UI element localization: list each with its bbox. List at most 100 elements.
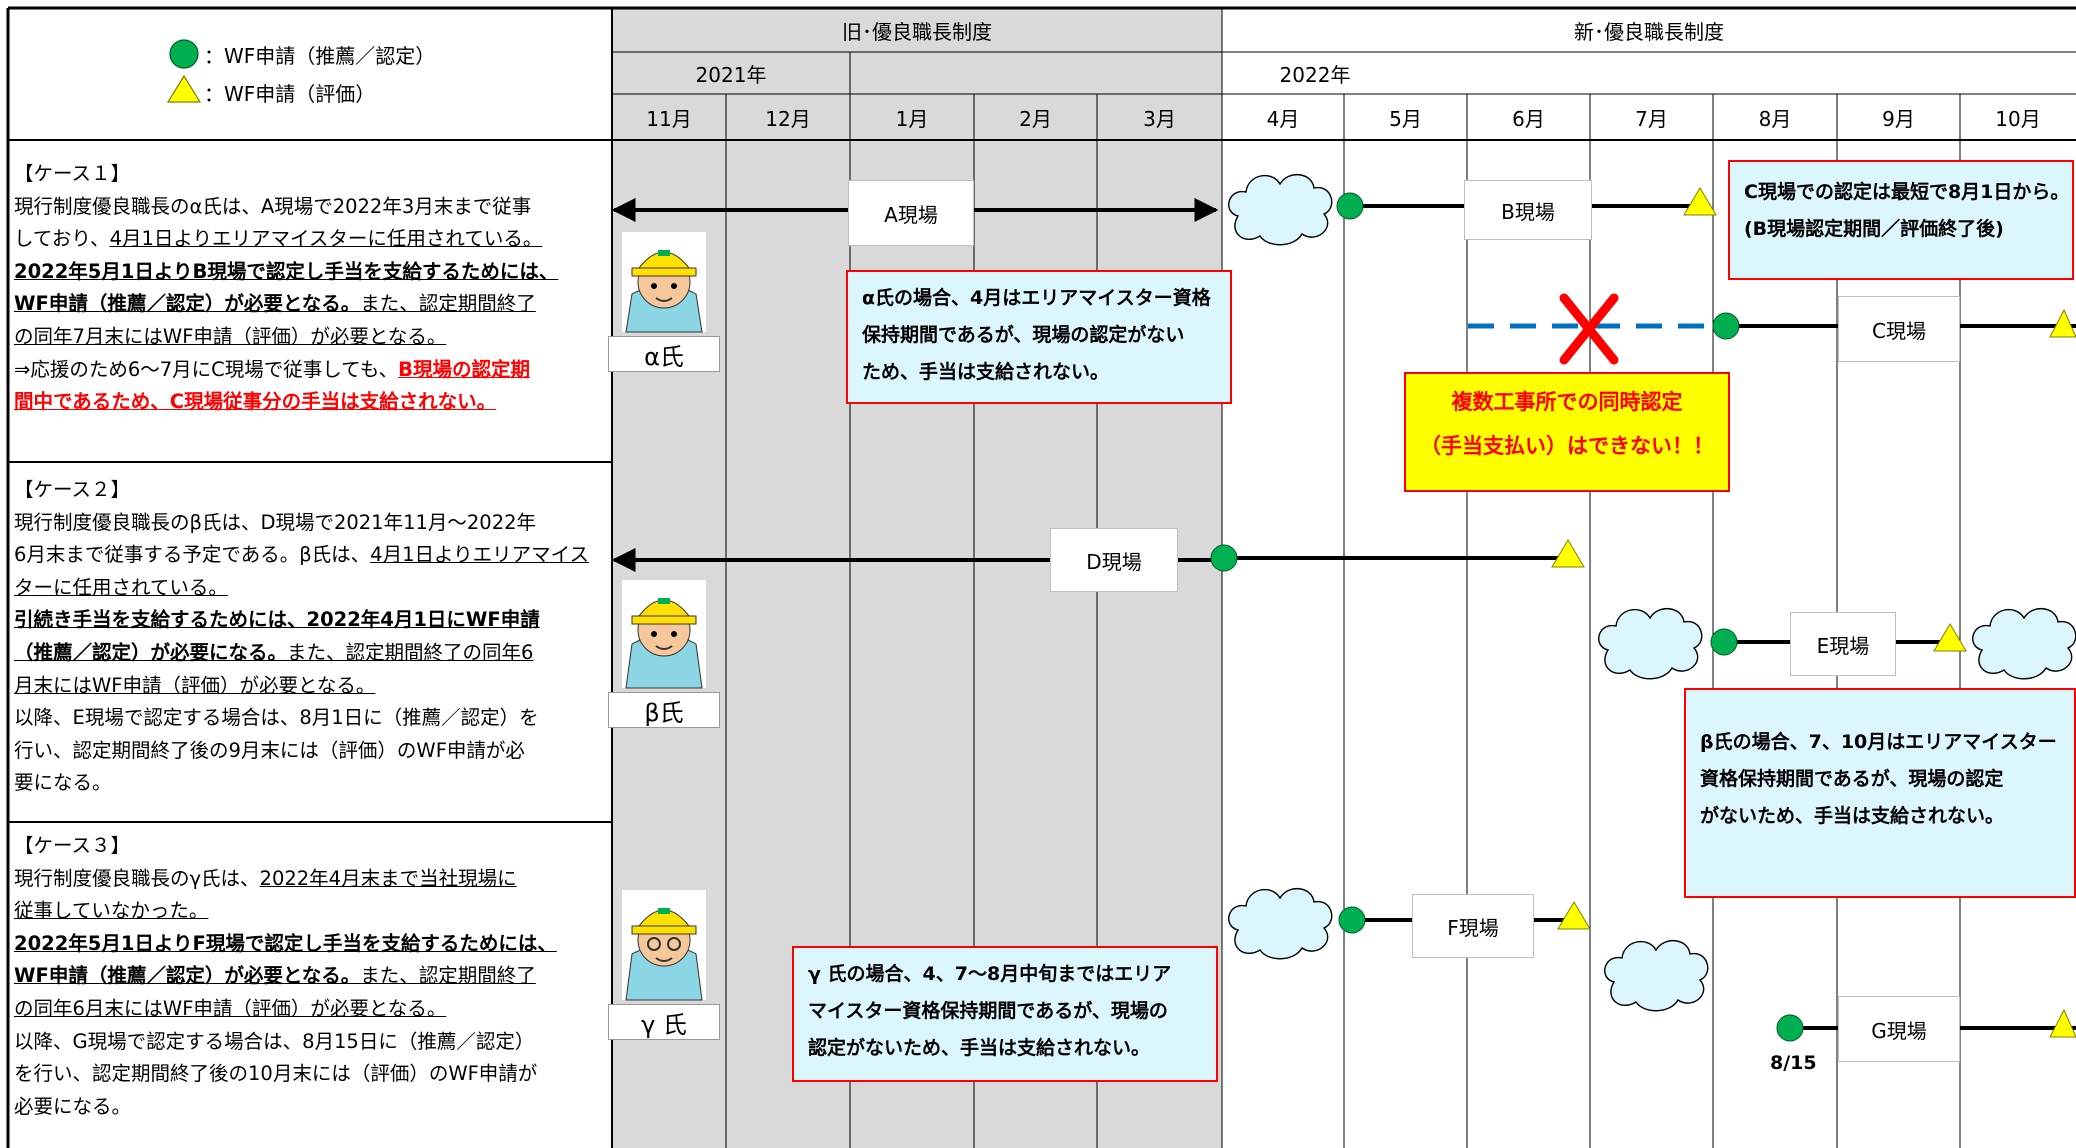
note-line: 複数工事所での同時認定 xyxy=(1451,390,1683,414)
case-3-description: 【ケース３】現行制度優良職長のγ氏は、2022年4月末まで当社現場に従事していな… xyxy=(14,830,606,1123)
month-header-cell: 12月 xyxy=(765,106,811,131)
wf-eval-triangle-icon xyxy=(2049,1008,2076,1038)
legend-circle-label: ：WF申請（推薦／認定） xyxy=(204,44,436,68)
case-text-segment: しており、 xyxy=(14,227,110,251)
case-2-description: 【ケース２】現行制度優良職長のβ氏は、D現場で2021年11月～2022年 6月末… xyxy=(14,474,606,800)
cloud-icon xyxy=(1972,607,2076,680)
site-b-box: B現場 xyxy=(1464,180,1592,240)
note-line: （手当支払い）はできない！！ xyxy=(1420,434,1714,458)
case-text-line: 現行制度優良職長のβ氏は、D現場で2021年11月～2022年 xyxy=(14,507,606,540)
person-alpha-label: α氏 xyxy=(608,336,720,372)
wf-eval-triangle-icon xyxy=(2049,308,2076,338)
month-header-cell: 4月 xyxy=(1266,106,1300,131)
case-text-segment: ⇒応援のため6～7月にC現場で従事しても、 xyxy=(14,357,399,381)
month-header-cell: 9月 xyxy=(1882,106,1915,131)
wf-eval-triangle-icon xyxy=(1683,187,1717,216)
note-line: β氏の場合、7、10月はエリアマイスター xyxy=(1700,731,2057,753)
case-text-line: （推薦／認定）が必要になる。また、認定期間終了の同年6 xyxy=(14,637,606,670)
case-text-segment: 必要になる。 xyxy=(14,1094,132,1118)
case-text-line: の同年6月末にはWF申請（評価）が必要となる。 xyxy=(14,993,606,1026)
wf-apply-circle-icon xyxy=(1712,312,1740,340)
note-line: γ 氏の場合、4、7～8月中旬まではエリア xyxy=(808,963,1172,985)
year-2022-header: 2022年 xyxy=(1279,62,1351,87)
case-text-line: 現行制度優良職長のγ氏は、2022年4月末まで当社現場に xyxy=(14,863,606,896)
date-label: 8/15 xyxy=(1770,1052,1817,1074)
month-header-cell: 7月 xyxy=(1635,106,1668,131)
note-line: (B現場認定期間／評価終了後) xyxy=(1744,218,2004,240)
case-1-description: 【ケース１】現行制度優良職長のα氏は、A現場で2022年3月末まで従事しており、… xyxy=(14,158,606,419)
worker-beta-icon xyxy=(622,580,706,689)
legend-circle-icon xyxy=(169,39,199,69)
case-text-segment: 4月1日よりエリアマイス xyxy=(370,543,590,567)
case-text-line: ターに任用されている。 xyxy=(14,572,606,605)
case-text-segment: 月末にはWF申請（評価）が必要となる。 xyxy=(14,673,376,697)
case-text-segment: 【ケース３】 xyxy=(14,834,131,857)
case-text-segment: 6月末まで従事する予定である。β氏は、 xyxy=(14,543,371,567)
case-text-segment: 【ケース１】 xyxy=(14,162,131,185)
site-c-box: C現場 xyxy=(1838,296,1960,362)
note-line: 保持期間であるが、現場の認定がない xyxy=(862,324,1185,346)
site-d-box: D現場 xyxy=(1050,528,1178,592)
month-header-cell: 8月 xyxy=(1758,106,1792,131)
note-line: マイスター資格保持期間であるが、現場の xyxy=(808,1000,1168,1022)
note-line: がないため、手当は支給されない。 xyxy=(1700,805,2005,827)
note-c-site: C現場での認定は最短で8月1日から。(B現場認定期間／評価終了後) xyxy=(1728,160,2074,280)
cross-icon xyxy=(1559,293,1619,365)
legend-triangle-icon xyxy=(166,74,202,103)
case-text-segment: の同年7月末にはWF申請（評価）が必要となる。 xyxy=(14,324,447,348)
case-text-segment: 現行制度優良職長のα氏は、A現場で2022年3月末まで従事 xyxy=(14,194,532,218)
person-gamma-label: γ 氏 xyxy=(608,1004,720,1040)
wf-apply-circle-icon xyxy=(1210,544,1238,572)
case-text-line: 行い、認定期間終了後の9月末には（評価）のWF申請が必 xyxy=(14,735,606,768)
case-text-segment: 以降、E現場で認定する場合は、8月1日に（推薦／認定）を xyxy=(14,706,539,730)
cloud-icon xyxy=(1228,173,1333,246)
case-text-segment: B現場の認定期 xyxy=(398,357,530,381)
case-text-segment: 従事していなかった。 xyxy=(14,899,209,923)
case-text-line: 引続き手当を支給するためには、2022年4月1日にWF申請 xyxy=(14,604,606,637)
note-alpha: α氏の場合、4月はエリアマイスター資格保持期間であるが、現場の認定がないため、手… xyxy=(846,270,1232,404)
case-text-segment: 以降、G現場で認定する場合は、8月15日に（推薦／認定） xyxy=(14,1029,535,1053)
case-text-segment: WF申請（推薦／認定）が必要となる。 xyxy=(14,292,361,316)
note-line: 認定がないため、手当は支給されない。 xyxy=(808,1037,1151,1059)
case-text-line: 月末にはWF申請（評価）が必要となる。 xyxy=(14,670,606,703)
case-text-segment: また、認定期間終了の同年6 xyxy=(287,640,534,664)
case-text-line: 【ケース２】 xyxy=(14,474,606,507)
year-2021-header: 2021年 xyxy=(695,62,767,87)
month-header-cell: 5月 xyxy=(1389,106,1422,131)
case-text-segment: 現行制度優良職長のβ氏は、D現場で2021年11月～2022年 xyxy=(14,510,537,534)
case-text-line: 必要になる。 xyxy=(14,1091,606,1124)
site-a-box: A現場 xyxy=(848,180,974,246)
case-text-segment: 【ケース２】 xyxy=(14,478,131,501)
old-system-header: 旧･優良職長制度 xyxy=(842,19,992,44)
case-text-line: 要になる。 xyxy=(14,767,606,800)
month-header-cell: 10月 xyxy=(1995,106,2041,131)
wf-apply-circle-icon xyxy=(1336,192,1364,220)
wf-apply-circle-icon xyxy=(1776,1014,1804,1042)
case-text-segment: 行い、認定期間終了後の9月末には（評価）のWF申請が必 xyxy=(14,738,525,762)
case-text-line: 間中であるため、C現場従事分の手当は支給されない。 xyxy=(14,386,606,419)
case-text-line: 【ケース１】 xyxy=(14,158,606,191)
person-beta-label: β氏 xyxy=(608,692,720,728)
case-text-line: しており、4月1日よりエリアマイスターに任用されている。 xyxy=(14,223,606,256)
site-e-box: E現場 xyxy=(1790,612,1896,676)
case-text-segment: また、認定期間終了 xyxy=(360,292,536,316)
case-text-segment: 2022年4月末まで当社現場に xyxy=(259,866,517,890)
month-header-cell: 2月 xyxy=(1019,106,1052,131)
case-text-segment: 現行制度優良職長のγ氏は、 xyxy=(14,866,260,890)
case-text-segment: WF申請（推薦／認定）が必要となる。 xyxy=(14,964,361,988)
month-header-cell: 6月 xyxy=(1512,106,1545,131)
case-text-line: 以降、E現場で認定する場合は、8月1日に（推薦／認定）を xyxy=(14,702,606,735)
new-system-header: 新･優良職長制度 xyxy=(1574,19,1724,44)
case-text-line: を行い、認定期間終了後の10月末には（評価）のWF申請が xyxy=(14,1058,606,1091)
note-gamma: γ 氏の場合、4、7～8月中旬まではエリアマイスター資格保持期間であるが、現場の… xyxy=(792,946,1218,1082)
note-line: 資格保持期間であるが、現場の認定 xyxy=(1700,768,2004,790)
case-text-segment: 間中であるため、C現場従事分の手当は支給されない。 xyxy=(14,390,497,414)
case-text-line: 2022年5月1日よりF現場で認定し手当を支給するためには、 xyxy=(14,928,606,961)
note-multi-site: 複数工事所での同時認定 （手当支払い）はできない！！ xyxy=(1404,372,1730,492)
month-header-cell: 3月 xyxy=(1143,106,1176,131)
wf-eval-triangle-icon xyxy=(1551,539,1585,568)
case-text-segment: ターに任用されている。 xyxy=(14,575,228,599)
case-text-line: WF申請（推薦／認定）が必要となる。また、認定期間終了 xyxy=(14,288,606,321)
case-text-segment: （推薦／認定）が必要になる。 xyxy=(14,640,288,664)
cloud-icon xyxy=(1604,939,1709,1012)
